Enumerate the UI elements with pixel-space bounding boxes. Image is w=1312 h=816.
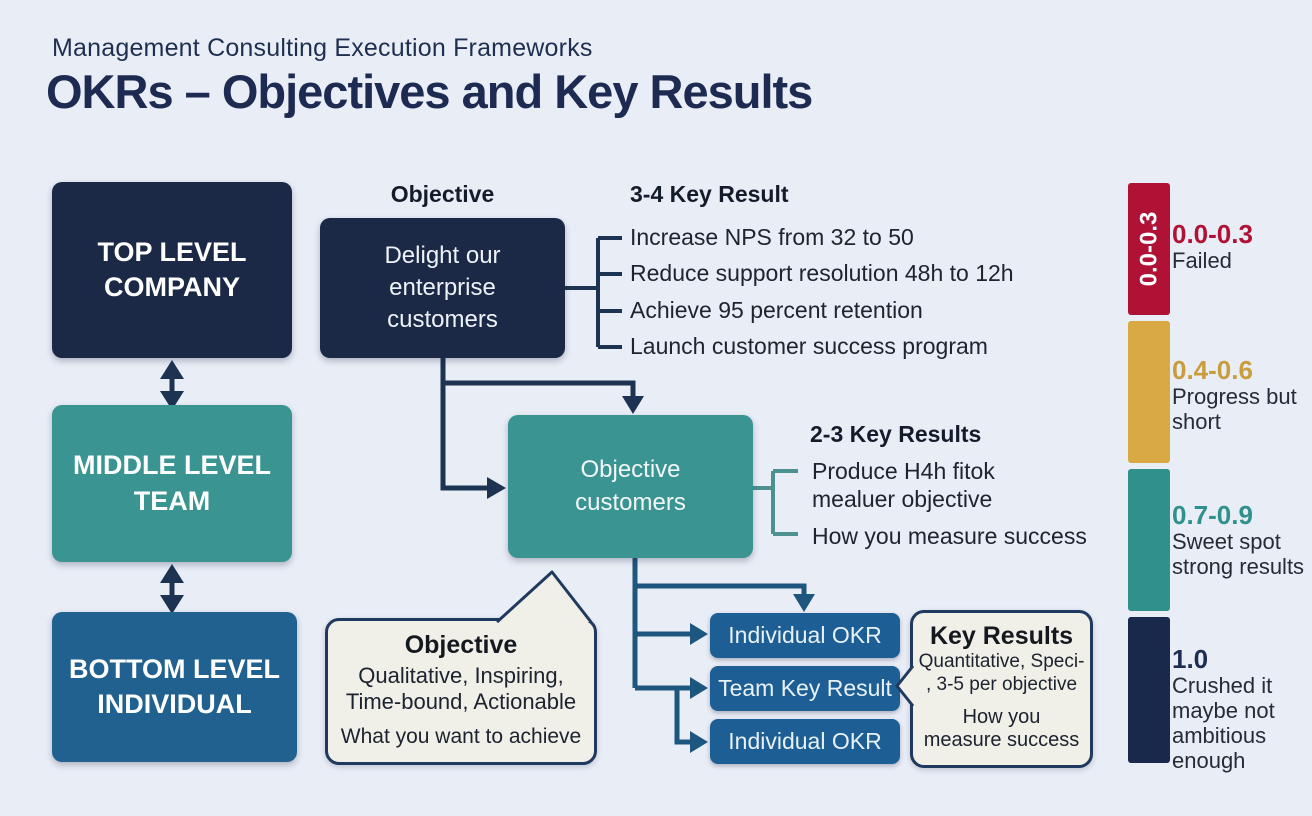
cascade-box-label: Individual OKR [728, 622, 882, 648]
company-kr-item: Achieve 95 percent retention [630, 297, 923, 323]
objective-callout-attributes: Qualitative, Inspiring, Time-bound, Acti… [345, 663, 577, 714]
scale-range: 1.0 [1172, 644, 1209, 674]
objective-heading: Objective [390, 181, 495, 207]
company-kr-item: Reduce support resolution 48h to 12h [630, 260, 1014, 286]
scale-range: 0.4-0.6 [1172, 355, 1253, 385]
cascade-box-label: Individual OKR [728, 728, 882, 754]
cascade-box-label: Team Key Result [718, 675, 892, 701]
scale-segment-vertical-label: 0.0-0.3 [1135, 211, 1162, 287]
kr-callout-attributes-line2: , 3-5 per objective [925, 673, 1078, 695]
objective-definition-callout: Objective Qualitative, Inspiring, Time-b… [325, 618, 597, 765]
team-kr-item: Produce H4h fitok mealuer objective [812, 458, 995, 512]
eyebrow-text: Management Consulting Execution Framewor… [52, 34, 593, 62]
company-objective-text: Delight our enterprise customers [384, 242, 501, 333]
kr-callout-title: Key Results [929, 622, 1074, 650]
kr-callout-summary: How you measure success [923, 705, 1080, 751]
company-kr-item: Launch customer success program [630, 333, 988, 359]
scale-segment-sweet-spot [1128, 469, 1170, 611]
scale-description: Crushed it maybe not ambitious enough [1172, 673, 1275, 773]
objective-callout-tail [495, 570, 593, 624]
team-objective-box: Objective customers [508, 415, 753, 558]
company-kr-bracket [565, 236, 622, 349]
scale-description: Progress but short [1172, 384, 1297, 434]
level-box-team-label: MIDDLE LEVEL TEAM [72, 450, 271, 516]
cascade-box-individual-okr: Individual OKR [710, 719, 900, 764]
level-box-individual: BOTTOM LEVEL INDIVIDUAL [52, 612, 297, 762]
company-kr-heading: 3-4 Key Result [630, 181, 789, 207]
scale-segment-crushed [1128, 617, 1170, 763]
scale-segment-progress [1128, 321, 1170, 463]
team-kr-bracket [753, 469, 798, 536]
objective-callout-title: Objective [404, 631, 518, 659]
company-objective-box: Delight our enterprise customers [320, 218, 565, 358]
team-kr-heading: 2-3 Key Results [810, 421, 982, 447]
objective-callout-summary: What you want to achieve [340, 724, 582, 748]
scale-range: 0.7-0.9 [1172, 500, 1253, 530]
key-results-definition-callout: Key Results Quantitative, Speci- , 3-5 p… [910, 610, 1093, 768]
cascade-box-individual-okr: Individual OKR [710, 613, 900, 658]
level-box-company-label: TOP LEVEL COMPANY [97, 236, 247, 302]
scale-description: Sweet spot strong results [1172, 529, 1305, 579]
level-box-company: TOP LEVEL COMPANY [52, 182, 292, 358]
cascade-box-team-key-result: Team Key Result [710, 666, 900, 711]
scale-segment-failed: 0.0-0.3 [1128, 183, 1170, 315]
level-box-individual-label: BOTTOM LEVEL INDIVIDUAL [68, 653, 280, 719]
team-objective-text: Objective customers [575, 456, 686, 516]
team-kr-item: How you measure success [812, 523, 1087, 549]
level-box-team: MIDDLE LEVEL TEAM [52, 405, 292, 562]
scale-range: 0.0-0.3 [1172, 219, 1253, 249]
company-kr-item: Increase NPS from 32 to 50 [630, 224, 914, 250]
kr-callout-attributes-line1: Quantitative, Speci- [918, 651, 1085, 672]
scale-description: Failed [1172, 248, 1232, 273]
page-title: OKRs – Objectives and Key Results [46, 65, 813, 118]
